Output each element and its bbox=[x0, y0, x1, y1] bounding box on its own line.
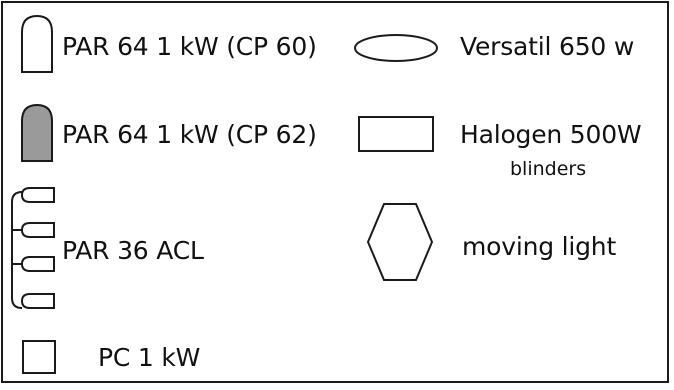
par64-cp62-icon bbox=[21, 103, 53, 162]
halogen-sublabel: blinders bbox=[510, 158, 587, 180]
versatil-label: Versatil 650 w bbox=[460, 32, 635, 61]
par64-cp60-label: PAR 64 1 kW (CP 60) bbox=[62, 32, 317, 61]
pc-1kw-label: PC 1 kW bbox=[98, 343, 201, 372]
par36-acl-label: PAR 36 ACL bbox=[62, 236, 204, 265]
halogen-icon bbox=[358, 116, 434, 152]
par64-cp62-label: PAR 64 1 kW (CP 62) bbox=[62, 120, 317, 149]
par64-cp60-icon bbox=[21, 14, 53, 73]
halogen-label: Halogen 500W bbox=[460, 120, 642, 149]
par36-acl-icon bbox=[11, 187, 55, 309]
pc-1kw-icon bbox=[22, 340, 56, 374]
moving-light-label: moving light bbox=[462, 232, 617, 261]
moving-light-icon bbox=[366, 203, 434, 281]
legend-frame bbox=[1, 1, 669, 383]
versatil-icon bbox=[354, 34, 438, 62]
